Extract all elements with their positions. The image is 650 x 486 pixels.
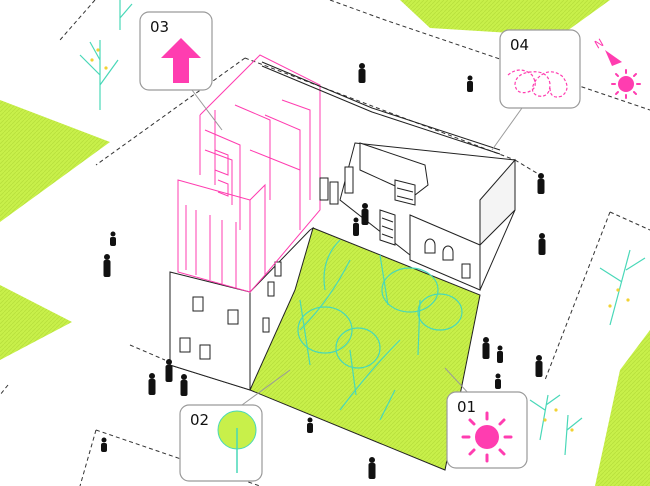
lawn-patch-right	[595, 330, 650, 486]
north-sun-icon	[611, 69, 641, 99]
north-indicator: N	[592, 36, 641, 99]
staircase	[379, 179, 416, 246]
callout-01-label: 01	[457, 398, 476, 416]
callout-02-label: 02	[190, 411, 209, 429]
roof-railing	[261, 61, 501, 155]
callout-01: 01	[444, 367, 528, 469]
building-left-block	[169, 226, 314, 391]
callout-04-label: 04	[510, 36, 529, 54]
north-arrow-icon	[605, 50, 622, 66]
people	[101, 63, 546, 479]
callout-03-label: 03	[150, 18, 169, 36]
courtyard-trees	[297, 239, 463, 421]
lawn-patch-left	[0, 100, 110, 222]
lawn-patch-top	[400, 0, 610, 36]
building-right-block	[339, 142, 516, 291]
north-label: N	[592, 36, 606, 51]
tree-dots	[90, 48, 630, 432]
dark-window-frames	[319, 166, 354, 205]
callout-04: 04	[491, 29, 581, 151]
wind-swirl-icon	[507, 69, 568, 98]
up-arrow-icon	[161, 38, 201, 83]
background-trees	[79, 0, 646, 456]
tree-icon	[217, 410, 257, 473]
callout-02: 02	[179, 369, 291, 482]
pink-structural-frame	[177, 54, 321, 294]
sun-icon	[461, 411, 513, 463]
lawn-patch-bottom-left	[0, 285, 72, 360]
callout-03: 03	[139, 11, 223, 131]
